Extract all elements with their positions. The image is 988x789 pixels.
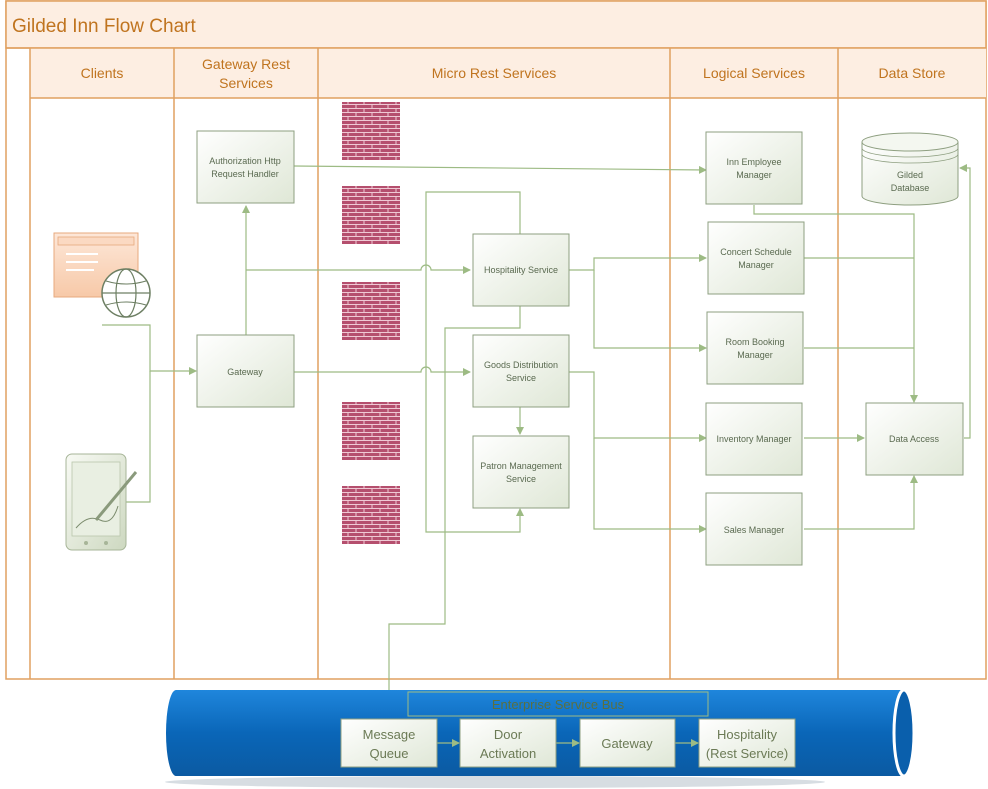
node-label: Room Booking bbox=[725, 337, 784, 347]
firewall-icon bbox=[342, 102, 400, 160]
node-label: Hospitality bbox=[717, 727, 777, 742]
node-label: Manager bbox=[736, 170, 772, 180]
connector-browser-gateway bbox=[102, 324, 197, 375]
firewall-icon bbox=[342, 282, 400, 340]
connector-hospitality-esb bbox=[385, 306, 521, 717]
connector-hospitality-patron-loop bbox=[425, 191, 524, 533]
firewall-icon bbox=[342, 486, 400, 544]
node-concert-schedule-manager[interactable]: Concert Schedule Manager bbox=[707, 221, 805, 295]
esb-door-activation[interactable]: Door Activation bbox=[459, 718, 557, 768]
firewall-icon bbox=[342, 402, 400, 460]
tablet-stylus-icon bbox=[65, 453, 138, 551]
connector-goods-sales bbox=[593, 438, 707, 533]
esb-title: Enterprise Service Bus bbox=[492, 697, 625, 712]
lane-header-gateway-line1: Gateway Rest bbox=[202, 56, 290, 72]
firewall-icons bbox=[342, 102, 400, 544]
lane-header-datastore: Data Store bbox=[879, 65, 946, 81]
node-label: (Rest Service) bbox=[706, 746, 788, 761]
node-inventory-manager[interactable]: Inventory Manager bbox=[705, 402, 803, 476]
connector-auth-inn-employee bbox=[293, 165, 707, 174]
node-label: Database bbox=[891, 183, 930, 193]
node-label: Manager bbox=[738, 260, 774, 270]
esb-hospitality-rest[interactable]: Hospitality (Rest Service) bbox=[698, 718, 796, 768]
node-inn-employee-manager[interactable]: Inn Employee Manager bbox=[705, 131, 803, 205]
node-room-booking-manager[interactable]: Room Booking Manager bbox=[706, 311, 804, 385]
node-label: Goods Distribution bbox=[484, 360, 558, 370]
lane-header-clients: Clients bbox=[81, 65, 124, 81]
node-label: Authorization Http bbox=[209, 156, 281, 166]
node-gateway[interactable]: Gateway bbox=[196, 334, 295, 408]
node-goods-distribution[interactable]: Goods Distribution Service bbox=[472, 334, 570, 408]
swimlane-frame bbox=[5, 0, 987, 680]
esb-message-queue[interactable]: Message Queue bbox=[340, 718, 438, 768]
node-hospitality-service[interactable]: Hospitality Service bbox=[472, 233, 570, 307]
connector-sales-data-access bbox=[804, 475, 918, 530]
node-label: Door bbox=[494, 727, 523, 742]
node-label: Sales Manager bbox=[724, 525, 785, 535]
enterprise-service-bus: Enterprise Service Bus Message Queue Doo… bbox=[165, 688, 916, 788]
connector-inn-data-access bbox=[753, 205, 918, 403]
node-label: Concert Schedule bbox=[720, 247, 792, 257]
node-label: Patron Management bbox=[480, 461, 562, 471]
connector-data-access-database bbox=[959, 164, 971, 439]
node-label: Inventory Manager bbox=[716, 434, 791, 444]
node-label: Gateway bbox=[227, 367, 263, 377]
node-patron-management[interactable]: Patron Management Service bbox=[472, 435, 570, 509]
node-label: Service bbox=[506, 373, 536, 383]
lane-header-micro: Micro Rest Services bbox=[432, 65, 556, 81]
esb-gateway[interactable]: Gateway bbox=[579, 718, 676, 768]
node-label: Hospitality Service bbox=[484, 265, 558, 275]
web-browser-globe-icon bbox=[53, 232, 151, 318]
node-label: Message bbox=[363, 727, 416, 742]
node-label: Request Handler bbox=[211, 169, 279, 179]
chart-title: Gilded Inn Flow Chart bbox=[12, 16, 196, 37]
node-label: Gateway bbox=[601, 736, 653, 751]
connector-goods-inventory bbox=[569, 371, 707, 442]
lane-header-gateway-line2: Services bbox=[219, 75, 273, 91]
node-label: Inn Employee bbox=[726, 157, 781, 167]
database-icon[interactable]: Gilded Database bbox=[861, 132, 959, 206]
connector-tablet-gateway bbox=[126, 371, 151, 503]
node-authorization[interactable]: Authorization Http Request Handler bbox=[196, 130, 295, 204]
node-label: Manager bbox=[737, 350, 773, 360]
connectors bbox=[102, 164, 971, 717]
firewall-icon bbox=[342, 186, 400, 244]
connector-hospitality-room bbox=[593, 270, 707, 352]
connector-hospitality-concert bbox=[569, 254, 707, 271]
node-sales-manager[interactable]: Sales Manager bbox=[705, 492, 803, 566]
node-label: Gilded bbox=[897, 170, 923, 180]
node-label: Queue bbox=[369, 746, 408, 761]
node-label: Data Access bbox=[889, 434, 940, 444]
node-data-access[interactable]: Data Access bbox=[865, 402, 964, 476]
node-label: Activation bbox=[480, 746, 536, 761]
node-label: Service bbox=[506, 474, 536, 484]
lane-header-logical: Logical Services bbox=[703, 65, 805, 81]
